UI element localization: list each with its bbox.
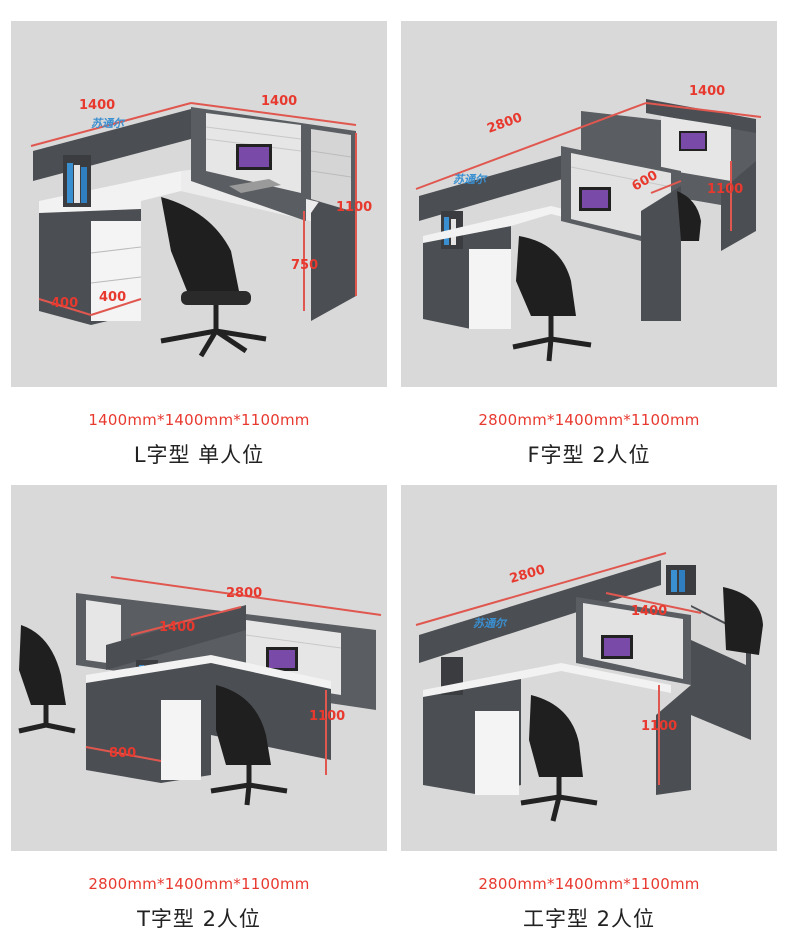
- dim-label: 1100: [309, 709, 345, 724]
- product-name: 工字型 2人位: [522, 907, 656, 931]
- dim-label: 800: [109, 746, 136, 761]
- product-dimensions: 1400mm*1400mm*1100mm: [88, 411, 310, 429]
- dim-label: 1100: [707, 182, 743, 197]
- dim-label: 1400: [79, 98, 115, 113]
- dim-label: 1400: [631, 604, 667, 619]
- dim-label: 1100: [641, 719, 677, 734]
- brand-watermark: 苏通尔: [453, 173, 488, 186]
- product-photo[interactable]: 2800 1400 1100 800: [11, 485, 387, 851]
- dim-label: 750: [291, 258, 318, 273]
- desk-illustration: 2800 1400 1100 800: [18, 576, 382, 806]
- dim-label: 1100: [336, 200, 372, 215]
- product-photo[interactable]: 2800 1400 1100 苏通尔: [401, 485, 777, 851]
- product-name: T字型 2人位: [137, 907, 261, 931]
- dim-label: 1400: [159, 620, 195, 635]
- product-name: F字型 2人位: [527, 443, 651, 467]
- product-dimensions: 2800mm*1400mm*1100mm: [478, 875, 700, 893]
- product-name: L字型 单人位: [133, 443, 265, 467]
- desk-illustration: 2800 1400 1100 苏通尔: [415, 552, 763, 822]
- desk-illustration: 1400 1400 1100 750 400 400 苏通尔: [30, 94, 372, 358]
- brand-watermark: 苏通尔: [91, 117, 126, 130]
- dim-label: 2800: [485, 110, 524, 136]
- dim-label: 400: [99, 290, 126, 305]
- desk-illustration: 2800 1400 600 1100 苏通尔: [415, 84, 762, 362]
- dim-label: 1400: [689, 84, 725, 99]
- product-photo[interactable]: 1400 1400 1100 750 400 400 苏通尔: [11, 21, 387, 387]
- product-dimensions: 2800mm*1400mm*1100mm: [88, 875, 310, 893]
- dim-label: 2800: [226, 586, 262, 601]
- product-dimensions: 2800mm*1400mm*1100mm: [478, 411, 700, 429]
- dim-label: 1400: [261, 94, 297, 109]
- dim-label: 400: [51, 296, 78, 311]
- dim-label: 2800: [508, 562, 547, 586]
- product-photo[interactable]: 2800 1400 600 1100 苏通尔: [401, 21, 777, 387]
- brand-watermark: 苏通尔: [473, 617, 508, 630]
